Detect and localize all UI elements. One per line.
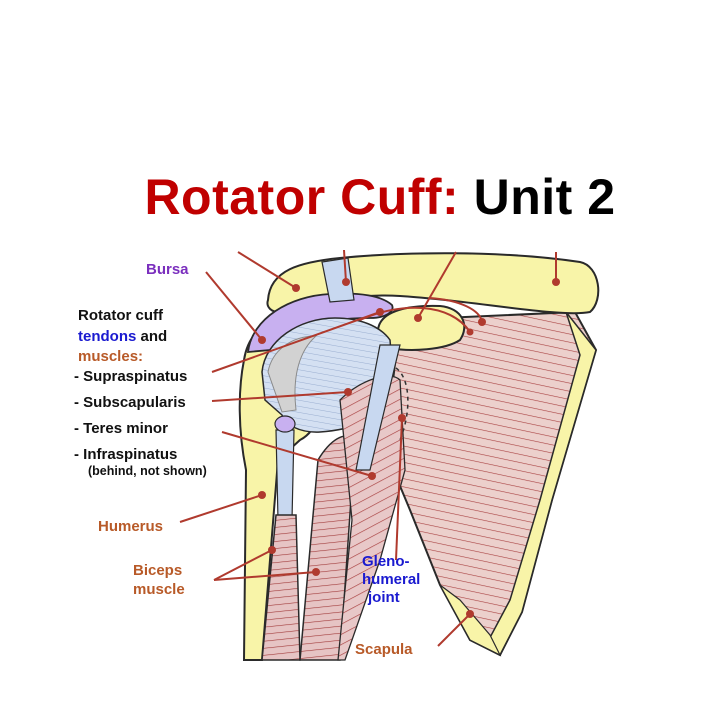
leader-lines bbox=[179, 249, 557, 647]
tendons-and-label: tendons and bbox=[78, 328, 167, 345]
dot-muscles-arc bbox=[478, 318, 486, 326]
dot-humerus bbox=[258, 491, 266, 499]
leader-subscapularis bbox=[211, 391, 349, 402]
dot-biceps-2 bbox=[312, 568, 320, 576]
page-title: Rotator Cuff: Unit 2 bbox=[0, 168, 705, 226]
rotator-cuff-label: Rotator cuff bbox=[78, 307, 164, 324]
biceps-label-line1: Biceps bbox=[133, 562, 182, 579]
teres-minor-label: - Teres minor bbox=[74, 420, 168, 437]
dot-scapula bbox=[466, 610, 474, 618]
and-word: and bbox=[136, 328, 167, 345]
dot-clavicle-top-mid bbox=[342, 278, 350, 286]
glenoid-dashed-outline bbox=[395, 367, 409, 441]
leader-humerus bbox=[179, 494, 263, 523]
tendons-word: tendons bbox=[78, 328, 136, 345]
leader-clavicle-top-right bbox=[417, 251, 457, 319]
dot-clavicle-top-left bbox=[292, 284, 300, 292]
dot-clavicle-top-right bbox=[414, 314, 422, 322]
infraspinatus-label: - Infraspinatus bbox=[74, 446, 177, 463]
leader-clavicle-top-mid bbox=[343, 249, 347, 283]
gleno-label-line1: Gleno- bbox=[362, 553, 410, 570]
supraspinatus-label: - Supraspinatus bbox=[74, 368, 187, 385]
biceps-label-line2: muscle bbox=[133, 581, 185, 598]
biceps-tendon bbox=[275, 429, 295, 521]
leader-biceps-2 bbox=[213, 571, 317, 581]
dot-supraspinatus bbox=[376, 308, 384, 316]
dot-teres-minor bbox=[368, 472, 376, 480]
subscapularis-label: - Subscapularis bbox=[74, 394, 186, 411]
scapula-lower-edge bbox=[439, 584, 502, 657]
subscapularis-muscle bbox=[337, 375, 406, 661]
dot-subscapularis bbox=[344, 388, 352, 396]
biceps-tendon-knob bbox=[274, 415, 296, 433]
title-red-part: Rotator Cuff: bbox=[144, 169, 460, 225]
leader-clavicle-top-left bbox=[237, 251, 297, 289]
leader-scapula bbox=[437, 613, 471, 647]
humerus-label: Humerus bbox=[98, 518, 163, 535]
coracoid-tendon bbox=[355, 344, 401, 471]
leader-teres-minor bbox=[221, 431, 373, 477]
gleno-label-line2: humeral bbox=[362, 571, 420, 588]
title-black-part: Unit 2 bbox=[473, 169, 616, 225]
scapula-shape bbox=[383, 310, 598, 657]
leader-biceps-1 bbox=[213, 549, 273, 581]
scapula-label: Scapula bbox=[355, 641, 413, 658]
dot-muscles-arc2 bbox=[466, 328, 474, 336]
infraspinatus-note: (behind, not shown) bbox=[88, 464, 207, 478]
dot-bursa bbox=[258, 336, 266, 344]
humeral-head-shading bbox=[267, 335, 318, 413]
leader-supraspinatus bbox=[211, 311, 381, 373]
leader-bursa bbox=[205, 271, 263, 341]
dot-gleno bbox=[398, 414, 406, 422]
dot-biceps-1 bbox=[268, 546, 276, 554]
leader-gleno bbox=[395, 417, 403, 561]
leader-endpoints bbox=[258, 278, 560, 618]
muscles-label: muscles: bbox=[78, 348, 143, 365]
dot-clavicle-right bbox=[552, 278, 560, 286]
gleno-label-line3: joint bbox=[367, 589, 400, 606]
bursa-label: Bursa bbox=[146, 261, 189, 278]
